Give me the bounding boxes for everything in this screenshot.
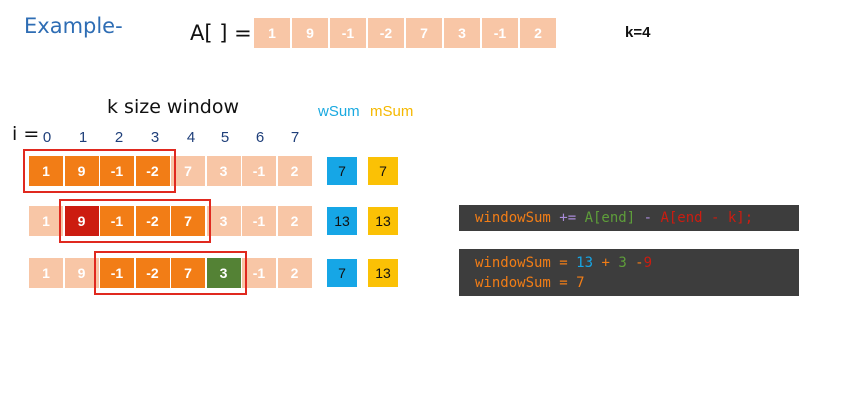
code-token: +=: [550, 210, 585, 226]
window-cell: 1: [29, 206, 63, 236]
window-cell: -2: [135, 206, 170, 236]
array-cell: -2: [368, 18, 404, 48]
window-cell: 2: [277, 156, 312, 186]
k-label: k=4: [625, 24, 651, 41]
array-cell: 9: [292, 18, 328, 48]
window-highlight-box: [23, 149, 176, 193]
window-cell: 3: [206, 206, 241, 236]
window-cell: -1: [242, 156, 276, 186]
wsum-value: 7: [327, 259, 357, 287]
array-cell: -1: [482, 18, 518, 48]
code-line-2: windowSum = 7: [475, 275, 585, 291]
array-cell: 1: [254, 18, 290, 48]
window-cell: 9: [64, 258, 99, 288]
window-highlight-box: [94, 251, 247, 295]
window-cell: -1: [242, 206, 276, 236]
window-cell: 9: [64, 156, 99, 186]
code-token: A[end]: [584, 210, 636, 226]
window-cell: 2: [277, 206, 312, 236]
window-cell: 1: [29, 156, 63, 186]
index-7: 7: [290, 129, 300, 146]
code-token: windowSum =: [475, 255, 577, 271]
index-6: 6: [255, 129, 265, 146]
index-5: 5: [220, 129, 230, 146]
wsum-header: wSum: [318, 103, 360, 120]
index-0: 0: [42, 129, 52, 146]
code-token: 3: [618, 255, 627, 271]
window-cell: 2: [277, 258, 312, 288]
code-token: +: [593, 255, 619, 271]
window-cell: -1: [242, 258, 276, 288]
window-cell: 1: [29, 258, 63, 288]
window-cell: 3: [206, 258, 241, 288]
msum-value: 7: [368, 157, 398, 185]
window-cell: 7: [171, 156, 205, 186]
wsum-value: 7: [327, 157, 357, 185]
code-token: A[end - k];: [660, 210, 754, 226]
array-cell: 3: [444, 18, 480, 48]
array-cell: -1: [330, 18, 366, 48]
index-4: 4: [186, 129, 196, 146]
msum-header: mSum: [370, 103, 414, 120]
code-token: 13: [576, 255, 594, 271]
window-cell: -2: [135, 156, 170, 186]
code-line-1: windowSum = 13 + 3 -9: [475, 253, 783, 273]
index-1: 1: [78, 129, 88, 146]
array-label: A[ ] =: [190, 21, 252, 45]
window-cell: 3: [206, 156, 241, 186]
window-cell: 9: [64, 206, 99, 236]
example-title: Example-: [24, 14, 123, 38]
msum-value: 13: [368, 259, 398, 287]
window-cell: 7: [171, 258, 205, 288]
code-token: 9: [643, 255, 653, 271]
window-cell: -1: [100, 258, 134, 288]
window-highlight-box: [58, 199, 211, 243]
index-3: 3: [150, 129, 160, 146]
window-cell: -2: [135, 258, 170, 288]
wsum-value: 13: [327, 207, 357, 235]
window-cell: 7: [171, 206, 205, 236]
msum-value: 13: [368, 207, 398, 235]
code-token: -: [635, 210, 661, 226]
array-cell: 2: [520, 18, 556, 48]
window-cell: -1: [100, 156, 134, 186]
code-token: windowSum: [475, 210, 551, 226]
window-cell: -1: [100, 206, 134, 236]
index-2: 2: [114, 129, 124, 146]
code-token: -: [626, 255, 644, 271]
window-label: k size window: [107, 96, 240, 118]
code-calculation: windowSum = 13 + 3 -9 windowSum = 7: [459, 249, 799, 296]
code-update-formula: windowSum += A[end] - A[end - k];: [459, 205, 799, 231]
array-cell: 7: [406, 18, 442, 48]
index-label: i =: [12, 123, 40, 145]
